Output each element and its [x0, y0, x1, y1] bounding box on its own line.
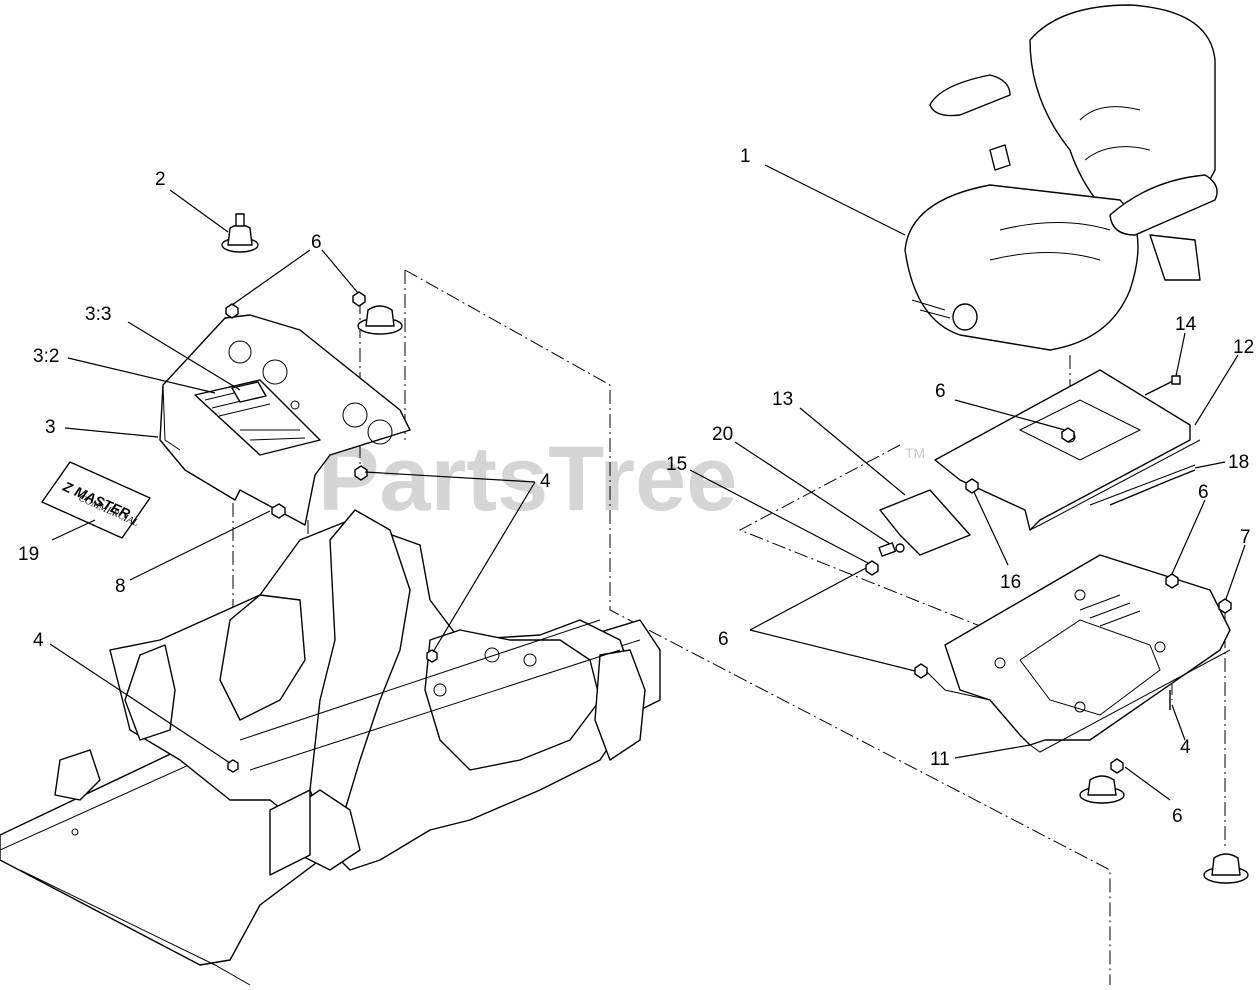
callout-3: 3	[45, 417, 56, 438]
watermark-trademark: TM	[905, 445, 925, 461]
callout-6-c: 6	[718, 629, 729, 650]
callout-16: 16	[1000, 572, 1021, 593]
callout-6-e: 6	[1172, 806, 1183, 827]
part-11-base-plate	[924, 554, 1231, 753]
part-3-seat-pan	[159, 314, 411, 526]
callout-11: 11	[930, 749, 950, 770]
watermark: PartsTree	[318, 428, 737, 530]
callout-3-3: 3:3	[85, 304, 111, 325]
callout-4-a: 4	[540, 471, 551, 492]
callout-1: 1	[740, 146, 751, 167]
part-13-bracket	[879, 489, 971, 556]
part-14-bolt	[1144, 375, 1181, 396]
callout-14: 14	[1175, 314, 1197, 335]
callout-4-c: 4	[1180, 737, 1191, 758]
isolator-mount-bottom-a	[1079, 775, 1125, 804]
callout-12: 12	[1233, 337, 1254, 358]
callout-15: 15	[666, 454, 687, 475]
chassis-frame	[0, 509, 661, 986]
callout-19: 19	[18, 544, 39, 565]
part-18-rod	[1109, 469, 1196, 506]
callout-2: 2	[155, 169, 166, 190]
part-19-decal: Z MASTER COMMERCIAL	[41, 461, 151, 539]
fasteners-plate	[965, 427, 1075, 494]
callout-6-b: 6	[935, 381, 946, 402]
part-2-isolator-mount	[221, 213, 259, 253]
part-1-seat	[904, 4, 1218, 351]
leader-lines	[49, 164, 1246, 801]
callouts: 1 2 3 3:2 3:3 4 4 4 6 6 6 6 6 7 8 11 12 …	[18, 146, 1254, 827]
callout-4-b: 4	[33, 630, 44, 651]
isolator-mount-bottom-b	[1203, 853, 1249, 884]
callout-18: 18	[1228, 452, 1249, 473]
callout-3-2: 3:2	[33, 346, 59, 367]
fasteners-right	[914, 573, 1232, 774]
callout-6-a: 6	[311, 232, 322, 253]
part-15-20-spring	[865, 542, 905, 576]
callout-20: 20	[712, 424, 733, 445]
callout-13: 13	[772, 389, 793, 410]
part-12-seat-plate	[934, 369, 1201, 531]
callout-6-d: 6	[1198, 482, 1209, 503]
callout-7: 7	[1240, 527, 1251, 548]
isolator-mount-right	[357, 305, 403, 335]
callout-8: 8	[115, 576, 126, 597]
fasteners-left	[225, 291, 438, 773]
